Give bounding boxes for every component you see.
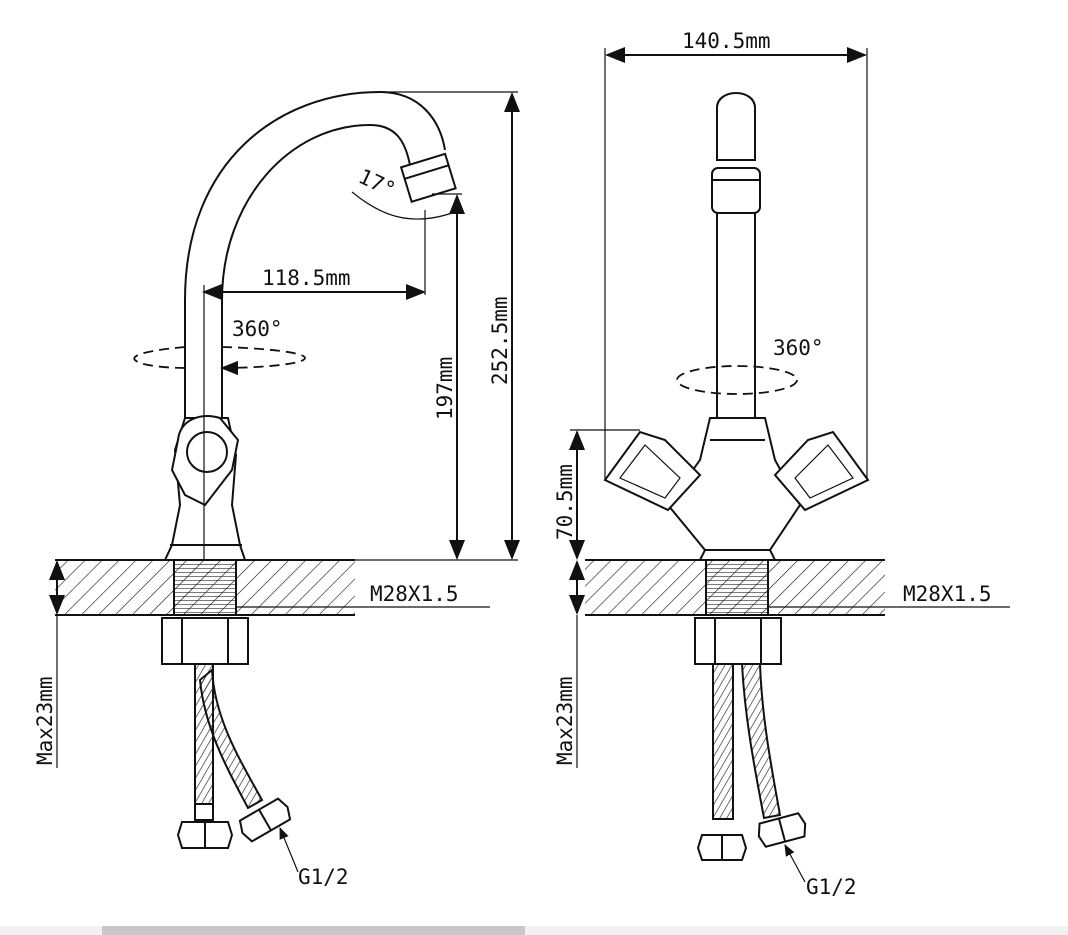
faucet-body <box>666 417 802 561</box>
connector-label: G1/2 <box>806 875 857 899</box>
total-height-dimension: 252.5mm <box>488 296 512 385</box>
horizontal-scrollbar[interactable] <box>0 926 1068 935</box>
angle-dimension: 17° <box>355 164 400 202</box>
hose <box>740 663 782 820</box>
spout-height-dimension: 197mm <box>433 357 457 420</box>
reach-dimension: 118.5mm <box>262 266 351 290</box>
threaded-shank <box>173 559 237 616</box>
spout <box>184 90 446 418</box>
width-dimension: 140.5mm <box>682 29 771 53</box>
left-side-view: 360° 118.5mm 17° 197mm 252.5mm M28X1.5 M… <box>33 90 520 889</box>
threaded-shank <box>705 559 769 616</box>
max-deck-thickness: Max23mm <box>33 676 57 765</box>
thread-label: M28X1.5 <box>903 582 992 606</box>
hose <box>712 663 734 820</box>
scrollbar-thumb[interactable] <box>102 926 525 935</box>
body-height-dimension: 70.5mm <box>553 464 577 540</box>
hose <box>198 667 264 810</box>
front-view: 360° 140.5mm 70.5mm M28X1.5 Max23mm G1/2 <box>553 29 1010 899</box>
connector-label: G1/2 <box>298 865 349 889</box>
rotation-label: 360° <box>773 336 824 360</box>
right-handle <box>773 430 870 512</box>
spout <box>716 199 756 419</box>
thread-label: M28X1.5 <box>370 582 459 606</box>
left-handle <box>603 430 702 512</box>
max-deck-thickness: Max23mm <box>553 676 577 765</box>
rotation-label: 360° <box>232 317 283 341</box>
